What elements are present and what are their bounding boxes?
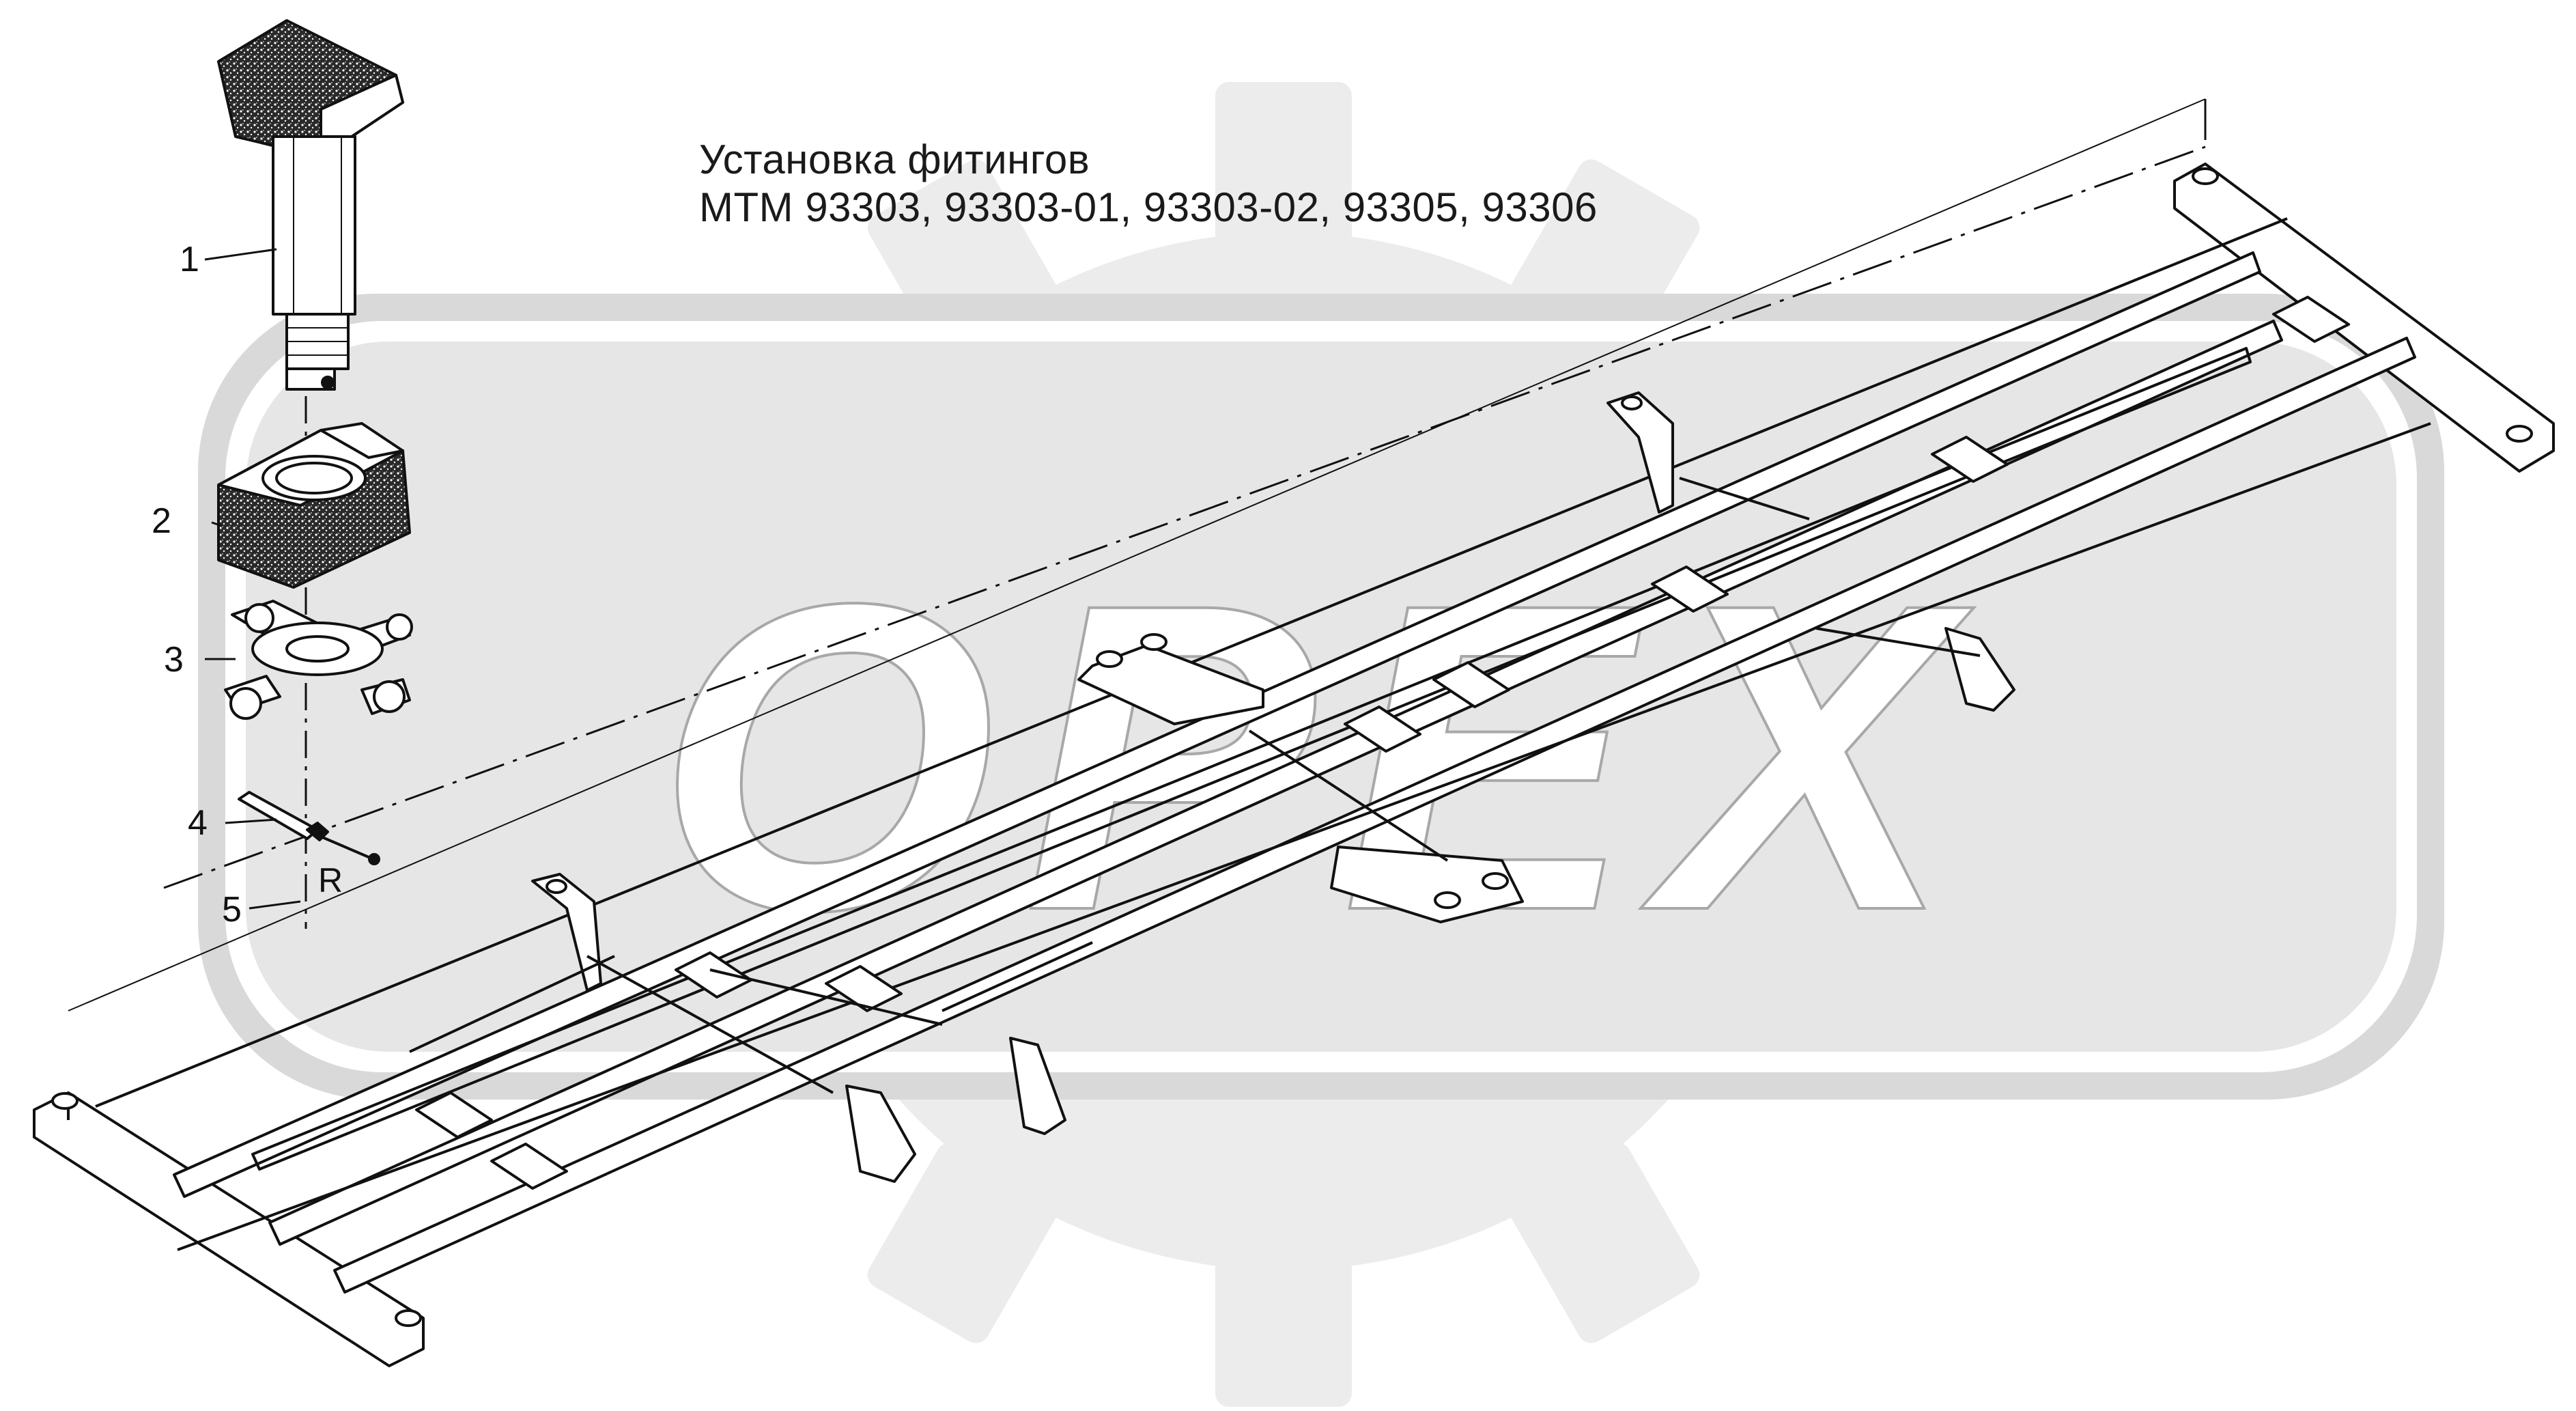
- leader-2: [211, 521, 223, 527]
- right-side-rail: [251, 347, 2252, 1171]
- front-left-fitting-hole: [51, 1092, 79, 1110]
- leader-1: [204, 248, 277, 261]
- leader-4: [225, 818, 277, 824]
- part-1-twistlock: [217, 19, 404, 391]
- callout-4: 4: [188, 803, 208, 843]
- part-2-housing: [217, 422, 411, 589]
- leader-5: [249, 900, 301, 910]
- exploded-fitting: [217, 19, 413, 929]
- axis-centerline: [68, 98, 2207, 1011]
- drawing-subtitle: МТМ 93303, 93303-01, 93303-02, 93305, 93…: [699, 184, 1598, 230]
- front-crossbeam: [33, 1091, 425, 1367]
- callout-1: 1: [180, 240, 199, 279]
- frame-brackets: [531, 391, 2015, 1183]
- callout-3: 3: [164, 640, 184, 680]
- radius-label: R: [318, 861, 343, 899]
- part-3-cross: [224, 600, 413, 720]
- callout-2: 2: [152, 501, 171, 541]
- rear-crossbeam: [2173, 163, 2555, 473]
- crossmembers: [415, 296, 2350, 1190]
- right-inner-rail: [333, 337, 2416, 1294]
- trailer-frame: [33, 163, 2555, 1367]
- diagonal-bracing: [409, 477, 1981, 1094]
- front-right-fitting-hole: [395, 1309, 422, 1327]
- part-4-pin: [238, 791, 380, 865]
- callout-leaders: [204, 248, 301, 910]
- rear-left-fitting-hole: [2192, 167, 2219, 185]
- callout-5: 5: [222, 890, 242, 930]
- rear-right-fitting-hole: [2506, 425, 2533, 443]
- watermark-logo: OPEX: [198, 82, 2444, 1407]
- drawing-title: Установка фитингов: [699, 137, 1090, 182]
